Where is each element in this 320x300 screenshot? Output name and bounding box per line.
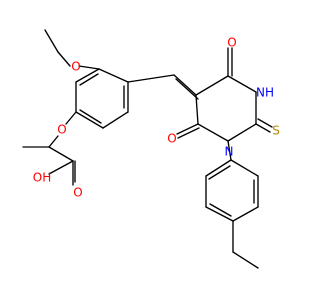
thione-sulfur-label: S — [272, 124, 280, 138]
bond-layer — [22, 29, 273, 269]
ethoxy-oxygen-label: O — [71, 60, 80, 74]
ether-oxygen-label: O — [57, 123, 66, 137]
nh-label: NH — [256, 86, 274, 100]
ring-nitrogen-label: N — [225, 145, 234, 159]
hydroxyl-label: OH — [33, 171, 51, 185]
acid-carbonyl-oxygen-label: O — [73, 186, 82, 200]
top-carbonyl-oxygen-label: O — [227, 36, 236, 50]
atom-label-layer: O O O NH O N S O OH — [33, 36, 280, 200]
bottom-carbonyl-oxygen-label: O — [167, 132, 176, 146]
molecule-structure: O O O NH O N S O OH — [22, 29, 280, 269]
molecule-canvas: O O O NH O N S O OH — [22, 29, 280, 269]
